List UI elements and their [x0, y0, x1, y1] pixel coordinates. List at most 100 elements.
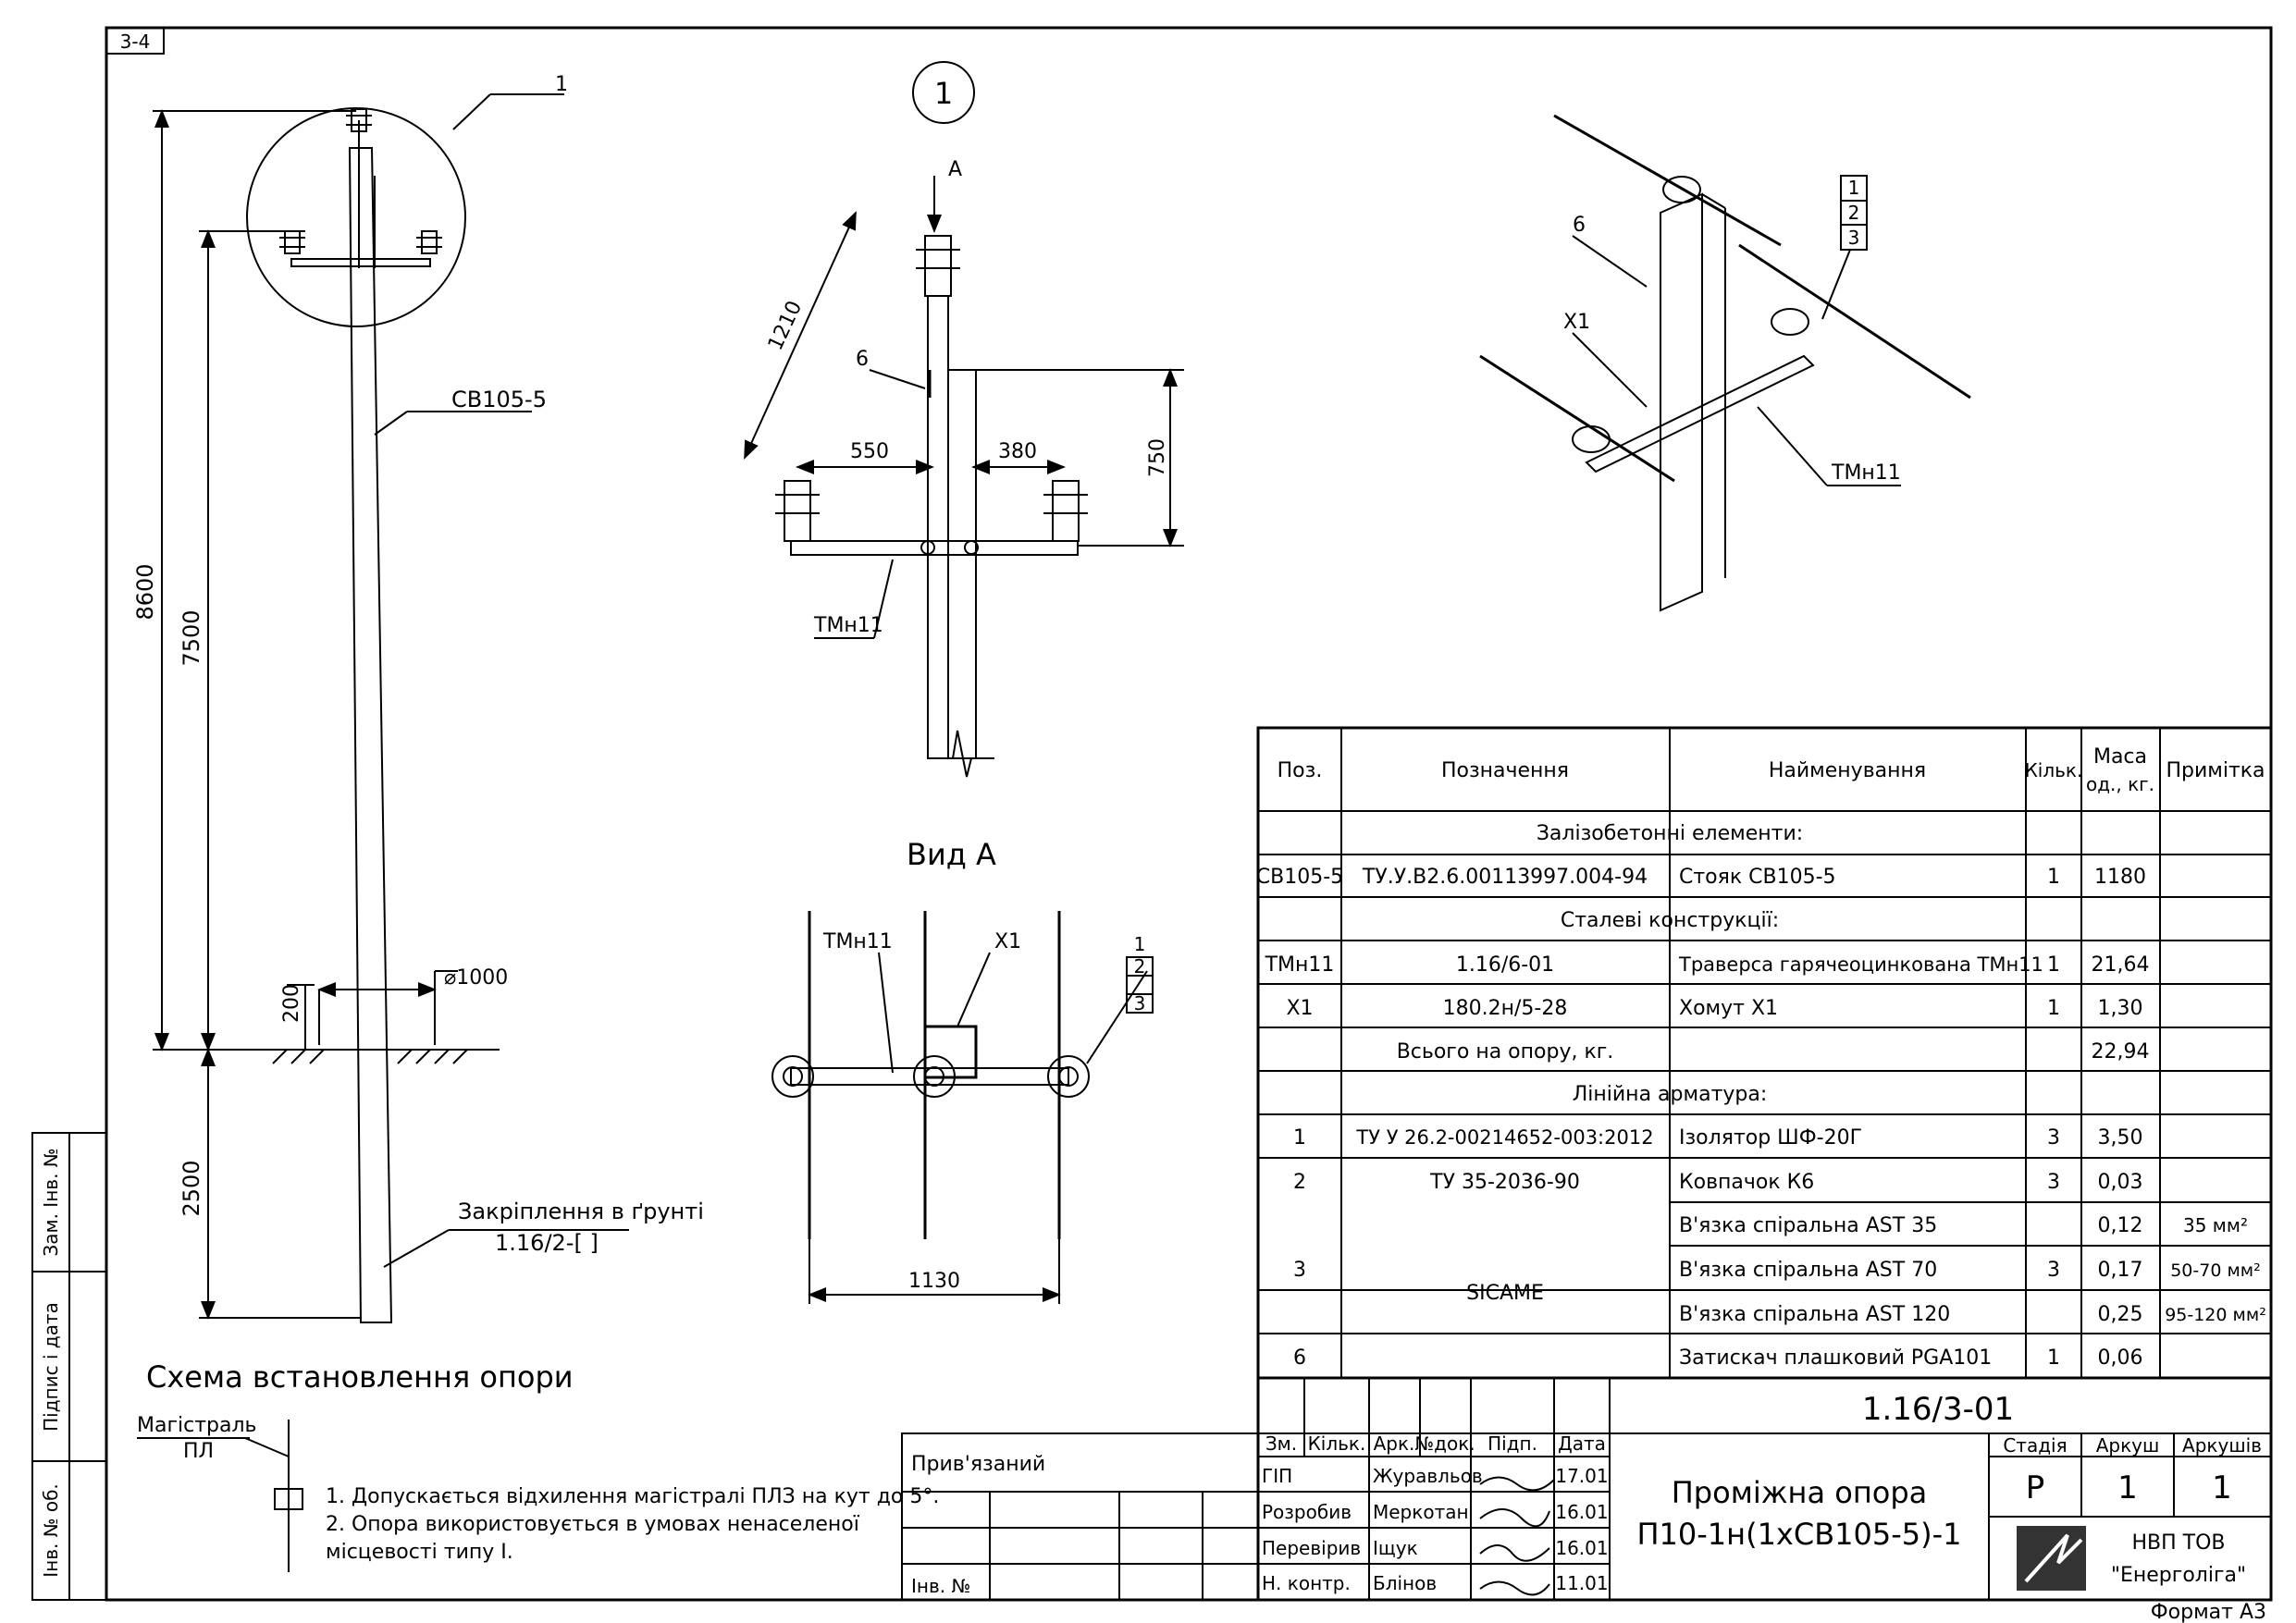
detail-circle	[912, 61, 975, 124]
tb-name: Журавльов	[1373, 1465, 1483, 1487]
bom-row-mass: 0,17	[2098, 1259, 2143, 1282]
callout-number: 1	[555, 73, 568, 96]
dim-1210: 1210	[764, 298, 807, 354]
bom-section-concrete: Залізобетонні елементи:	[1537, 822, 1803, 845]
tb-col-sign: Підп.	[1487, 1432, 1537, 1455]
bom-row-note: 95-120 мм²	[2165, 1305, 2266, 1325]
corner-box	[105, 27, 165, 55]
dim-550: 550	[850, 440, 889, 463]
bom-row-pos: СВ105-5	[1256, 866, 1343, 889]
company-line-1: НВП ТОВ	[2131, 1531, 2225, 1555]
bom-row-pos: ТМн11	[1265, 953, 1335, 977]
fixing-label: Закріплення в ґрунті	[458, 1199, 704, 1224]
dim-8600: 8600	[132, 563, 158, 620]
pos6-label: 6	[856, 348, 869, 371]
dim-7500: 7500	[179, 609, 204, 666]
dim-2500: 2500	[179, 1160, 204, 1216]
signature-marks	[1479, 1476, 1555, 1596]
fixing-ref: 1.16/2-[ ]	[495, 1230, 599, 1256]
bom-row-name: Ковпачок К6	[1679, 1171, 1814, 1194]
doc-code: 1.16/3-01	[1862, 1391, 2014, 1428]
title-block: Зм. Кільк. Арк. №док. Підп. Дата ГІП Жур…	[1256, 1376, 2273, 1602]
view-a-clamp-label: Х1	[994, 930, 1021, 953]
scheme-line-label-1: Магістраль	[137, 1414, 257, 1437]
bom-row-mass: 1180	[2094, 866, 2146, 889]
note-2b: місцевості типу І.	[326, 1541, 513, 1564]
bom-row-desig: ТУ У 26.2-00214652-003:2012	[1355, 1126, 1653, 1149]
bom-group3-pos: 3	[1293, 1259, 1306, 1282]
tb-name: Меркотан	[1373, 1501, 1469, 1523]
bom-header-mass-2: од., кг.	[2086, 773, 2154, 795]
pole-view: 1 СВ105-5 8600 7500 2500 200 ⌀1000	[132, 73, 704, 1323]
format-label: Формат А3	[2151, 1601, 2266, 1623]
dim-380: 380	[998, 440, 1037, 463]
bom-row-name: В'язка спіральна AST 70	[1679, 1259, 1937, 1282]
stage-value: Р	[2026, 1469, 2045, 1506]
tb-name: Іщук	[1373, 1537, 1418, 1559]
bom-row-name: Ізолятор ШФ-20Г	[1679, 1126, 1862, 1150]
arrow-a-label: А	[948, 158, 962, 181]
scheme-line-label-2: ПЛ	[183, 1440, 214, 1463]
view-a: Вид А ТМн11 Х1 1 2 3 1130	[772, 837, 1154, 1304]
sheets-header: Аркушів	[2182, 1434, 2262, 1457]
bom-row-pos: 6	[1293, 1346, 1306, 1370]
bom-row-qty: 1	[2047, 953, 2060, 977]
view-a-pos3: 3	[1134, 992, 1146, 1014]
bom-row-pos: 1	[1293, 1126, 1306, 1150]
bom-row-qty: 1	[2047, 997, 2060, 1020]
bom-row-name: Затискач плашковий PGA101	[1679, 1346, 1992, 1370]
bom-section-steel: Сталеві конструкції:	[1561, 909, 1779, 932]
bom-row-mass: 21,64	[2092, 953, 2150, 977]
iso-clamp-label: Х1	[1563, 311, 1590, 334]
iso-pos3: 3	[1848, 227, 1860, 249]
scheme-pole-symbol	[274, 1488, 303, 1510]
pole-label: СВ105-5	[451, 387, 547, 412]
scheme: Схема встановлення опори Магістраль ПЛ 1…	[137, 1359, 939, 1572]
tb-date: 11.01	[1555, 1572, 1608, 1594]
insulator-icon	[775, 235, 1088, 542]
tb-col-doc: №док.	[1414, 1432, 1475, 1455]
tb-date: 16.01	[1555, 1537, 1608, 1559]
iso-pos1: 1	[1848, 177, 1860, 199]
bom-row-qty: 1	[2047, 866, 2060, 889]
bom-row-name: В'язка спіральна AST 35	[1679, 1214, 1937, 1237]
title-line-1: Проміжна опора	[1672, 1475, 1928, 1510]
tb-role: Н. контр.	[1262, 1572, 1351, 1594]
bom-row-mass: 1,30	[2098, 997, 2143, 1020]
bom-header-pos: Поз.	[1278, 759, 1323, 782]
tb-col-sheet: Арк.	[1374, 1432, 1415, 1455]
detail-number: 1	[934, 76, 953, 111]
tb-role: ГІП	[1262, 1465, 1292, 1487]
inv-label: Інв. №	[911, 1575, 970, 1597]
tb-col-qty: Кільк.	[1308, 1432, 1366, 1455]
dim-1130: 1130	[908, 1270, 960, 1293]
detail-view: 1 А 1210 550 380 750 6 ТМн11	[744, 61, 1184, 778]
tb-role: Перевірив	[1262, 1537, 1361, 1559]
binding-block: Прив'язаний Інв. №	[901, 1432, 1259, 1601]
bom-header-qty: Кільк.	[2025, 759, 2083, 781]
strip-inv-label: Інв. № об.	[40, 1483, 62, 1578]
traverse-small	[290, 258, 431, 267]
bom-row-mass: 0,06	[2098, 1346, 2143, 1370]
company-logo-icon	[2017, 1526, 2086, 1591]
tb-date: 17.01	[1555, 1465, 1608, 1487]
bom-row-qty: 3	[2047, 1171, 2060, 1194]
strip-sign-label: Підпис і дата	[40, 1302, 62, 1432]
dim-200: 200	[280, 984, 303, 1023]
iso-view: 6 Х1 1 2 3 ТМн11	[1479, 114, 1971, 612]
strip-zam-label: Зам. Інв. №	[40, 1148, 62, 1256]
bom-table: Поз. Позначення Найменування Кільк. Маса…	[1256, 726, 2273, 1380]
view-a-traverse-label: ТМн11	[822, 930, 893, 953]
insulator-icon	[279, 108, 442, 254]
tb-name: Блінов	[1373, 1572, 1437, 1594]
detail-pole	[927, 295, 949, 759]
bom-row-pos: Х1	[1286, 997, 1313, 1020]
tb-date: 16.01	[1555, 1501, 1608, 1523]
dim-diameter: ⌀1000	[444, 966, 508, 990]
note-1: 1. Допускається відхилення магістралі ПЛ…	[326, 1485, 939, 1508]
bom-row-mass: 3,50	[2098, 1126, 2143, 1150]
bom-row-desig: ТУ 35-2036-90	[1429, 1171, 1580, 1194]
iso-traverse	[1585, 354, 1815, 473]
bom-row-pos: 2	[1293, 1171, 1306, 1194]
